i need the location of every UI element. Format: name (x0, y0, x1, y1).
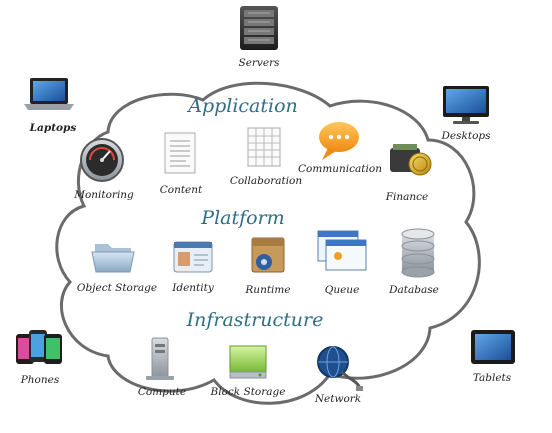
queue-label: Queue (325, 284, 360, 296)
block-storage-drive-icon (229, 345, 267, 379)
servers-label: Servers (239, 57, 281, 69)
application-heading: Application (186, 95, 298, 117)
platform-heading: Platform (200, 207, 284, 229)
laptop-icon (24, 78, 74, 110)
content-document-icon (164, 132, 196, 174)
network-label: Network (314, 393, 361, 405)
compute-label: Compute (138, 386, 186, 398)
finance-label: Finance (385, 191, 429, 203)
monitoring-gauge-icon (80, 138, 124, 182)
collaboration-label: Collaboration (230, 175, 303, 187)
queue-windows-icon (317, 230, 367, 271)
tablets-label: Tablets (473, 372, 512, 384)
compute-tower-icon (146, 337, 174, 380)
laptops-label: Laptops (29, 122, 77, 134)
content-label: Content (160, 184, 203, 196)
network-globe-icon (317, 346, 363, 391)
runtime-box-icon (251, 237, 285, 273)
collaboration-sheet-icon (247, 127, 281, 167)
database-icon (401, 228, 435, 278)
identity-label: Identity (171, 282, 215, 294)
block-storage-label: Block Storage (210, 386, 286, 398)
object-storage-label: Object Storage (77, 282, 157, 294)
finance-wallet-icon (390, 144, 432, 176)
folder-icon (91, 244, 135, 273)
desktop-icon (443, 86, 489, 124)
identity-badge-icon (173, 241, 213, 273)
phones-label: Phones (20, 374, 60, 386)
server-icon (240, 6, 278, 50)
runtime-label: Runtime (244, 284, 290, 296)
database-label: Database (388, 284, 439, 296)
infrastructure-heading: Infrastructure (186, 309, 324, 331)
desktops-label: Desktops (440, 130, 491, 142)
monitoring-label: Monitoring (73, 189, 134, 201)
communication-chat-icon (319, 122, 359, 160)
communication-label: Communication (298, 163, 382, 175)
tablet-icon (471, 330, 515, 364)
phones-icon (16, 330, 62, 364)
